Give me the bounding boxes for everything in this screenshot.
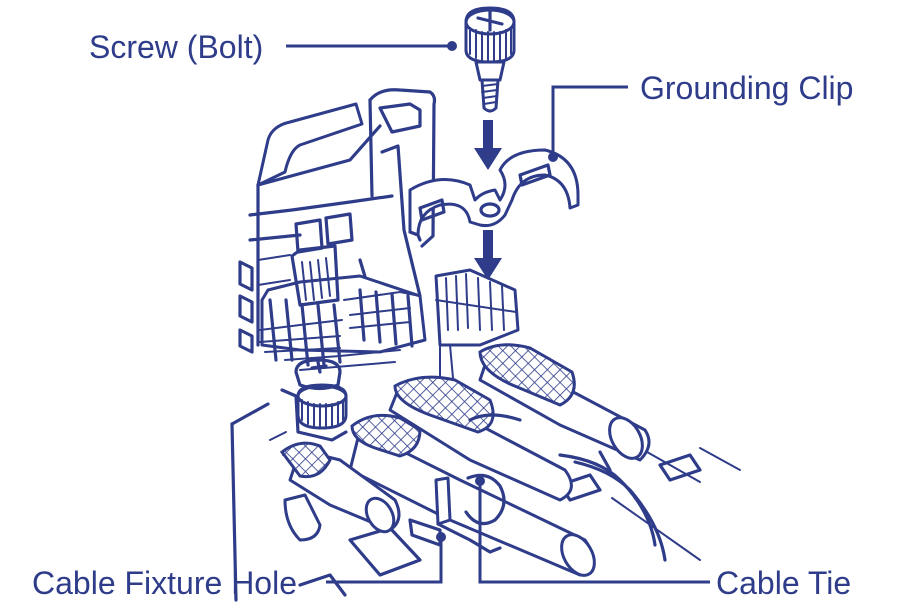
leader-cable-tie	[478, 482, 710, 584]
label-cable-fixture-hole: Cable Fixture Hole	[32, 565, 297, 601]
leader-grounding-clip	[551, 85, 628, 157]
label-grounding-clip: Grounding Clip	[640, 70, 853, 106]
label-screw-bolt: Screw (Bolt)	[89, 29, 263, 65]
installed-screw	[280, 358, 348, 442]
label-cable-tie: Cable Tie	[716, 565, 851, 601]
down-arrow-screw	[474, 120, 502, 170]
direction-arrows	[474, 120, 502, 280]
leader-lines	[286, 41, 710, 584]
chassis-base	[230, 402, 741, 602]
grounding-clip-part	[408, 148, 580, 242]
leader-cable-fixture-hole	[326, 538, 443, 584]
terminal-blocks-left	[259, 244, 427, 371]
down-arrow-clip	[474, 230, 502, 280]
cable-assembly	[279, 343, 667, 577]
terminal-block-right	[434, 268, 520, 401]
screw-bolt-part	[464, 6, 516, 113]
